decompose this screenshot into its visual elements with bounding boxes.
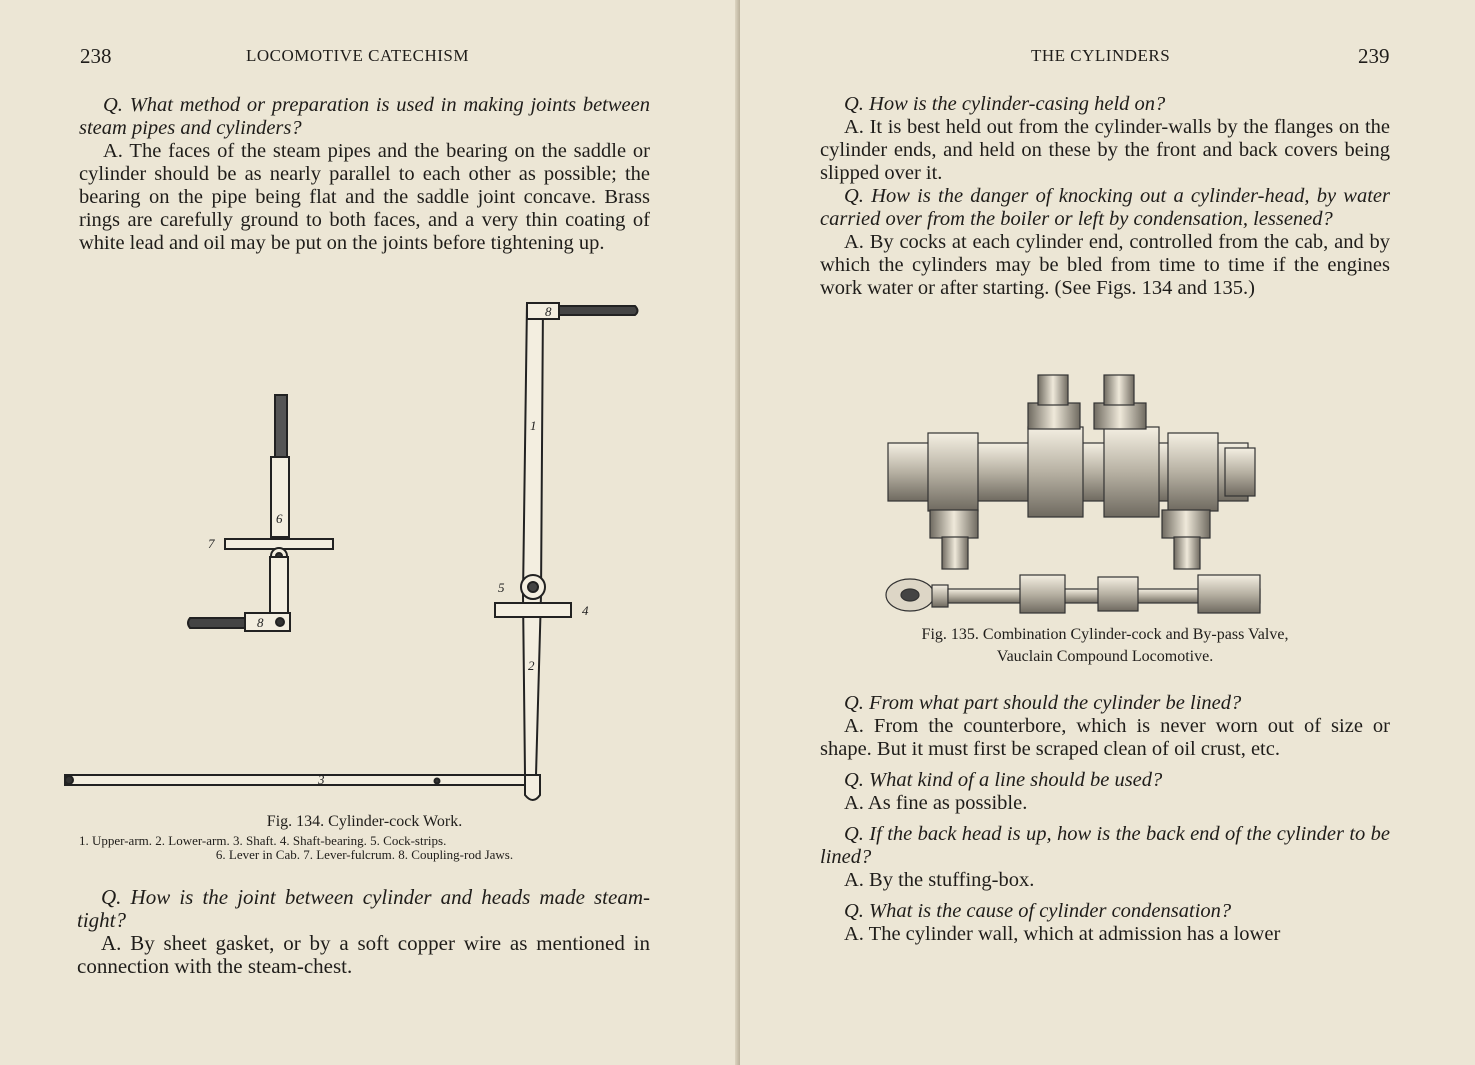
upper-lower-arm (521, 302, 545, 776)
question: Q. How is the joint between cylinder and… (77, 885, 650, 932)
question: Q. If the back head is up, how is the ba… (820, 823, 1390, 868)
label-5: 5 (498, 580, 505, 595)
label-6: 6 (276, 511, 283, 526)
answer: A. By sheet gasket, or by a soft copper … (77, 931, 650, 978)
label-3: 3 (317, 772, 325, 787)
page-number: 239 (1358, 44, 1390, 68)
figure-134-drawing: 1 2 3 4 5 6 7 8 8 (64, 302, 639, 801)
right-page: THE CYLINDERS 239 Q. How is the cylinder… (740, 0, 1475, 1065)
page-number: 238 (80, 44, 112, 68)
answer: A. By cocks at each cylinder end, contro… (820, 231, 1390, 299)
answer: A. By the stuffing-box. (844, 869, 1035, 891)
answer: A. The faces of the steam pipes and the … (79, 140, 650, 254)
lever-in-cab (274, 394, 288, 458)
question: Q. From what part should the cylinder be… (844, 692, 1242, 714)
label-2: 2 (528, 658, 535, 673)
answer: A. The cylinder wall, which at admission… (844, 923, 1281, 945)
figure-135-drawing (885, 374, 1261, 614)
label-8b: 8 (257, 615, 264, 630)
running-head: LOCOMOTIVE CATECHISM (246, 46, 469, 65)
question: Q. How is the danger of knocking out a c… (820, 185, 1390, 230)
left-text-bottom: Q. How is the joint between cylinder and… (77, 886, 650, 978)
top-handle (558, 305, 639, 316)
label-4: 4 (582, 603, 589, 618)
question: Q. What is the cause of cylinder condens… (844, 900, 1232, 922)
figure-134-legend-1: 1. Upper-arm. 2. Lower-arm. 3. Shaft. 4.… (79, 833, 447, 848)
label-7: 7 (208, 536, 215, 551)
question: Q. How is the cylinder-casing held on? (844, 93, 1166, 115)
question: Q. What method or preparation is used in… (79, 94, 650, 139)
figure-134-caption: Fig. 134. Cylinder-cock Work. (266, 813, 463, 830)
running-head: THE CYLINDERS (1031, 46, 1171, 65)
left-text-top: Q. What method or preparation is used in… (79, 94, 650, 255)
answer: A. From the counterbore, which is never … (820, 715, 1390, 760)
answer: A. It is best held out from the cylinder… (820, 116, 1390, 184)
top-jaw (526, 302, 560, 320)
right-text-bottom: Q. From what part should the cylinder be… (820, 692, 1390, 946)
figure-135-caption-1: Fig. 135. Combination Cylinder-cock and … (921, 626, 1289, 643)
question: Q. What kind of a line should be used? (844, 769, 1163, 791)
label-8a: 8 (545, 304, 552, 319)
figure-135-caption-2: Vauclain Compound Locomotive. (996, 648, 1214, 665)
right-text-top: Q. How is the cylinder-casing held on? A… (820, 93, 1390, 300)
label-1: 1 (530, 418, 537, 433)
shaft (64, 774, 541, 786)
left-page: 238 LOCOMOTIVE CATECHISM Q. What method … (64, 44, 650, 978)
figure-134-legend-2: 6. Lever in Cab. 7. Lever-fulcrum. 8. Co… (215, 847, 514, 862)
answer: A. As fine as possible. (844, 792, 1028, 814)
